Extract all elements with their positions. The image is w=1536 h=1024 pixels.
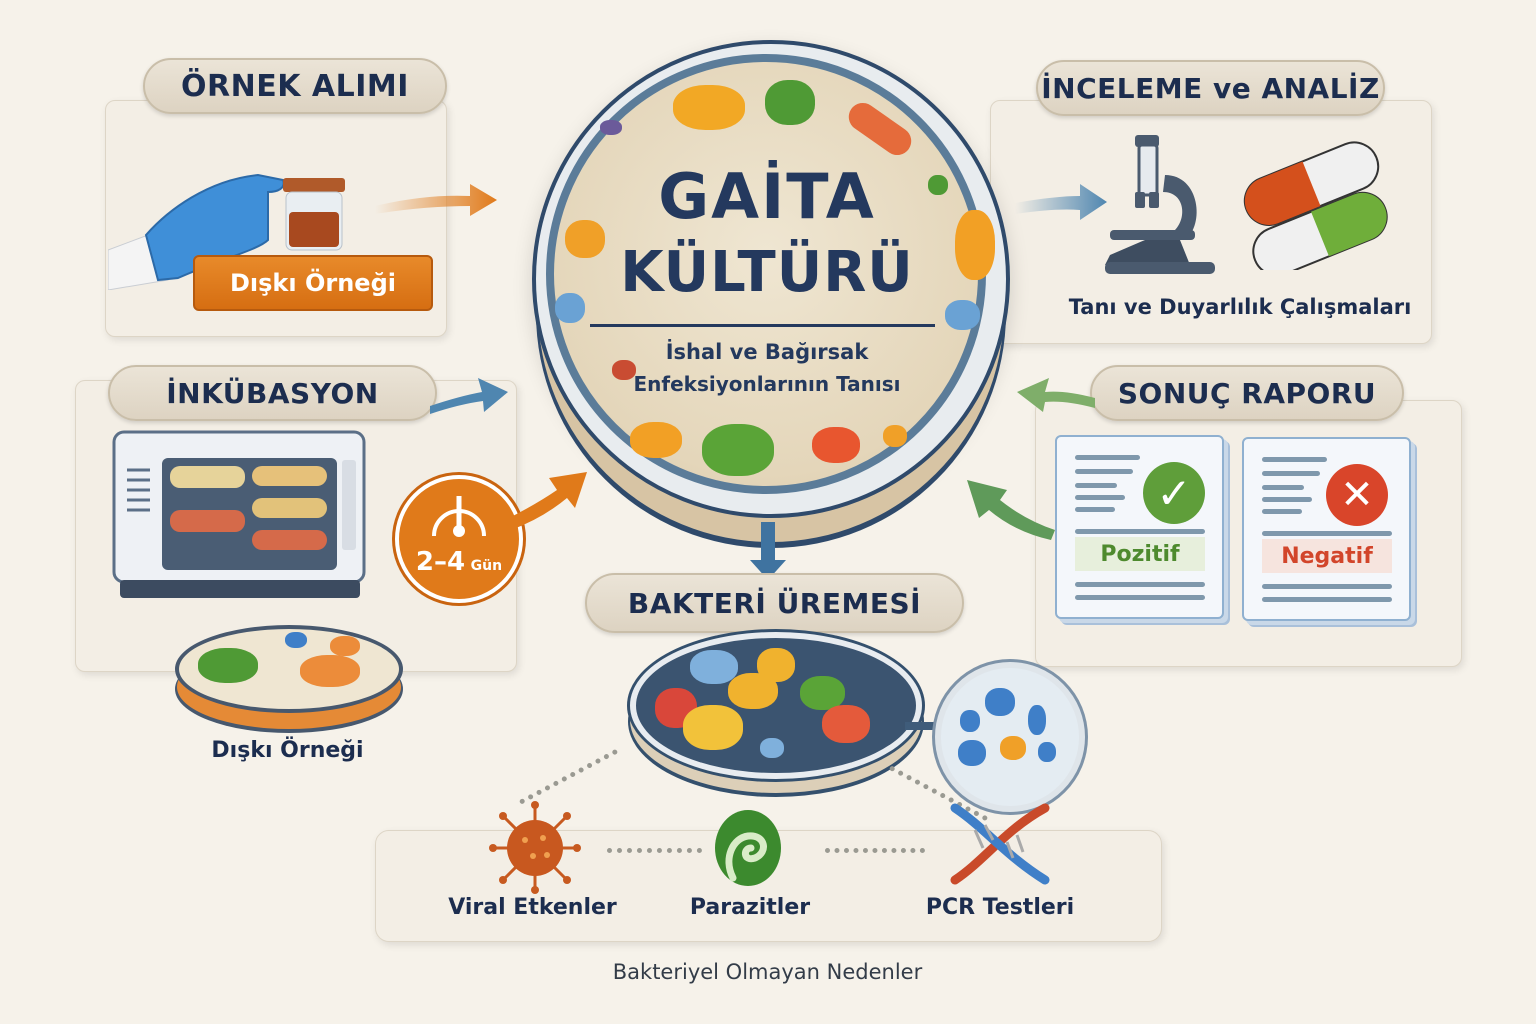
magnifier-connector [905, 722, 945, 730]
positive-label: Pozitif [1075, 537, 1205, 571]
connector-dots [607, 848, 702, 853]
colony [683, 705, 743, 750]
arrow-up-left-icon [967, 480, 1055, 540]
capsule-pills-icon [1243, 141, 1388, 270]
colony [760, 738, 784, 758]
colony [928, 175, 948, 195]
virus-icon [489, 801, 581, 894]
colony [600, 120, 622, 135]
colony [955, 210, 995, 280]
colony [330, 636, 360, 656]
incubated-dish-caption: Dışkı Örneği [211, 738, 364, 763]
colony [812, 427, 860, 463]
subtitle-line-1: İshal ve Bağırsak [665, 340, 869, 364]
colony [1028, 705, 1046, 735]
colony [630, 422, 682, 458]
arrow-right-icon [430, 378, 508, 414]
gloved-hand-jar-icon [108, 173, 345, 290]
incubator-icon [112, 430, 366, 598]
non-bacterial-item-parasites: Parazitler [689, 895, 811, 920]
connector-dots [518, 748, 619, 805]
cross-icon: ✕ [1326, 464, 1388, 526]
subtitle-line-2: Enfeksiyonlarının Tanısı [633, 372, 901, 396]
colony [702, 424, 774, 476]
arrow-up-right-icon [505, 472, 587, 530]
colony [883, 425, 907, 447]
negative-report: ✕ Negatif [1242, 437, 1411, 621]
colony [555, 293, 585, 323]
colony [958, 740, 986, 766]
title-line-1: GAİTA [658, 160, 876, 233]
colony [800, 676, 845, 710]
colony [565, 220, 605, 258]
non-bacterial-item-pcr: PCR Testleri [925, 895, 1075, 920]
arrow-right-icon [375, 184, 497, 216]
dna-icon [950, 803, 1050, 885]
non-bacterial-item-viral: Viral Etkenler [448, 895, 617, 920]
growth-heading: BAKTERİ ÜREMESİ [585, 573, 964, 633]
arrow-right-icon [1015, 184, 1107, 220]
colony [765, 80, 815, 125]
arrow-down-icon [750, 522, 786, 580]
magnified-colonies [935, 662, 1085, 812]
timer-text: 2–4 Gün [415, 547, 503, 577]
microscope-icon [1105, 135, 1215, 274]
colony [612, 360, 636, 380]
non-bacterial-caption: Bakteriyel Olmayan Nedenler [612, 960, 923, 984]
analysis-caption: Tanı ve Duyarlılık Çalışmaları [1068, 295, 1412, 319]
colony [728, 673, 778, 709]
colony [985, 688, 1015, 716]
colony [690, 650, 738, 684]
colony [198, 648, 258, 683]
colony [960, 710, 980, 732]
arrow-left-icon [1017, 378, 1095, 412]
negative-label: Negatif [1262, 539, 1392, 573]
check-icon: ✓ [1143, 462, 1205, 524]
clock-icon [432, 496, 486, 537]
colony [1038, 742, 1056, 762]
incubation-heading: İNKÜBASYON [108, 365, 437, 421]
positive-report: ✓ Pozitif [1055, 435, 1224, 619]
colony [1000, 736, 1026, 760]
sample-heading: ÖRNEK ALIMI [143, 58, 447, 114]
parasite-icon [715, 810, 781, 886]
timer-badge: 2–4 Gün [395, 475, 523, 603]
report-heading: SONUÇ RAPORU [1090, 365, 1404, 421]
connector-dots [825, 848, 925, 853]
title-line-2: KÜLTÜRÜ [620, 240, 914, 305]
colony [285, 632, 307, 648]
analysis-heading: İNCELEME ve ANALİZ [1036, 60, 1385, 116]
colony [945, 300, 980, 330]
sample-badge: Dışkı Örneği [193, 255, 433, 311]
colony [300, 655, 360, 687]
colony [673, 85, 745, 130]
title-divider [590, 324, 935, 327]
colony [822, 705, 870, 743]
